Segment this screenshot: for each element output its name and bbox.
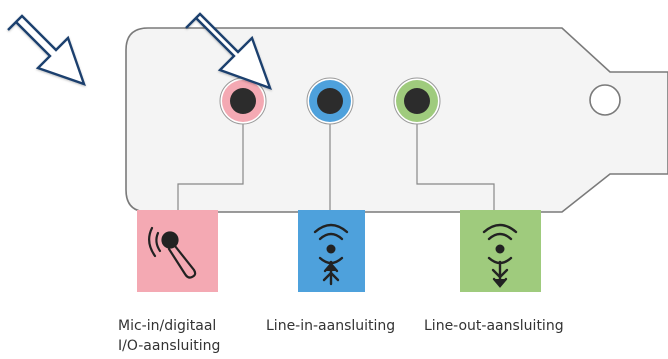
mic-jack xyxy=(219,77,267,125)
microphone-icon xyxy=(148,226,197,279)
mic-in-label-line2: I/O-aansluiting xyxy=(118,338,221,354)
line-in-jack xyxy=(306,77,354,125)
mic-in-label: Mic-in/digitaal I/O-aansluiting xyxy=(118,316,220,356)
line-in-label: Line-in-aansluiting xyxy=(266,318,396,334)
line-out-jack xyxy=(393,77,441,125)
bracket-screw-hole xyxy=(589,84,621,116)
line-out-label: Line-out-aansluiting xyxy=(424,318,564,334)
mic-leader-line xyxy=(177,101,244,210)
line-in-wave-icon xyxy=(313,223,349,286)
line-in-icon-box xyxy=(298,210,365,292)
line-out-icon-box xyxy=(460,210,541,292)
line-out-leader-line xyxy=(416,101,495,210)
pointer-arrow-left-icon xyxy=(7,14,86,86)
pointer-arrow-mic-icon xyxy=(185,12,272,90)
mic-icon-box xyxy=(137,210,218,292)
line-out-wave-icon xyxy=(482,223,518,288)
mic-in-label-line1: Mic-in/digitaal xyxy=(118,318,217,334)
